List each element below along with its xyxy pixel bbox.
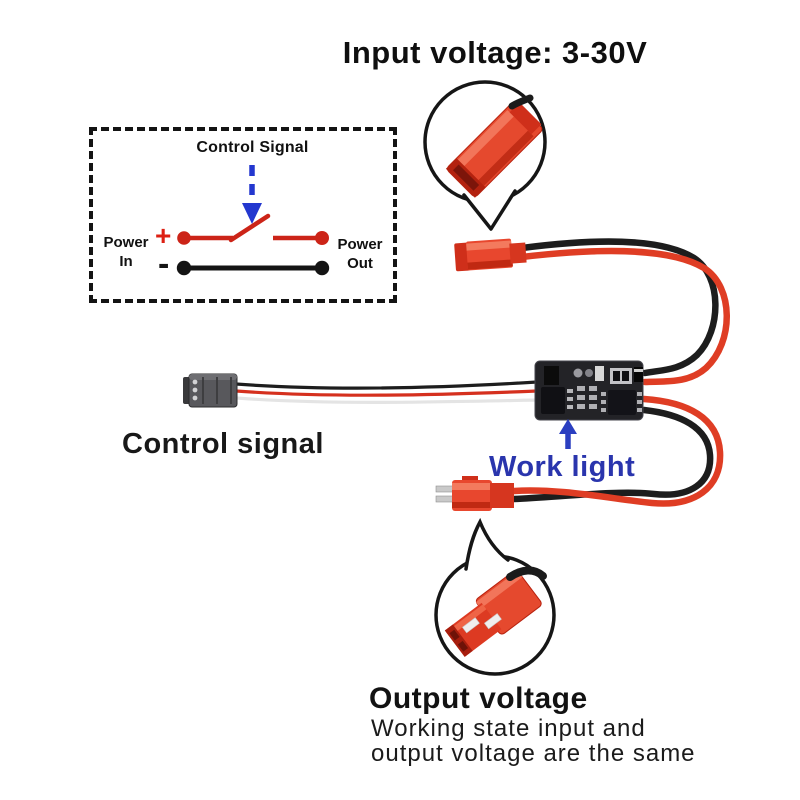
input-callout-balloon [423,80,547,231]
plus-symbol: + [155,220,172,251]
output-note-line1: Working state input and [371,715,646,742]
signal-wires [234,380,539,404]
zoom-wire-stub-top [508,94,534,110]
output-wires [510,395,724,507]
page-title: Input voltage: 3-30V [342,35,648,70]
power-in-line2: In [119,253,133,270]
input-jst-connector-zoomed [445,101,543,198]
output-callout-balloon [434,517,556,676]
output-note-line2: output voltage are the same [371,740,696,767]
output-voltage-heading: Output voltage [369,682,588,715]
work-light-label: Work light [489,451,636,483]
switch-symbol [177,213,329,245]
input-wires [518,238,730,386]
control-signal-arrow-icon [242,165,262,224]
power-out-line1: Power [337,236,383,253]
input-jst-connector [454,238,527,272]
zoom-wire-stub-bottom [506,566,547,581]
power-in-line1: Power [103,234,149,251]
output-voltage-note: Working state input and output voltage a… [371,716,696,766]
control-signal-schematic-label: Control Signal [196,139,309,156]
power-in-label: Power In [98,233,154,271]
power-out-label: Power Out [331,235,389,273]
schematic-box [89,127,397,303]
work-light-arrow-icon [559,419,577,449]
control-signal-photo-label: Control signal [122,428,324,460]
minus-symbol: - [158,245,170,283]
servo-connector [183,373,238,408]
switch-module-pcb [534,360,644,421]
output-jst-connector [435,476,514,511]
power-out-line2: Out [347,255,373,272]
ground-rail [176,260,330,276]
